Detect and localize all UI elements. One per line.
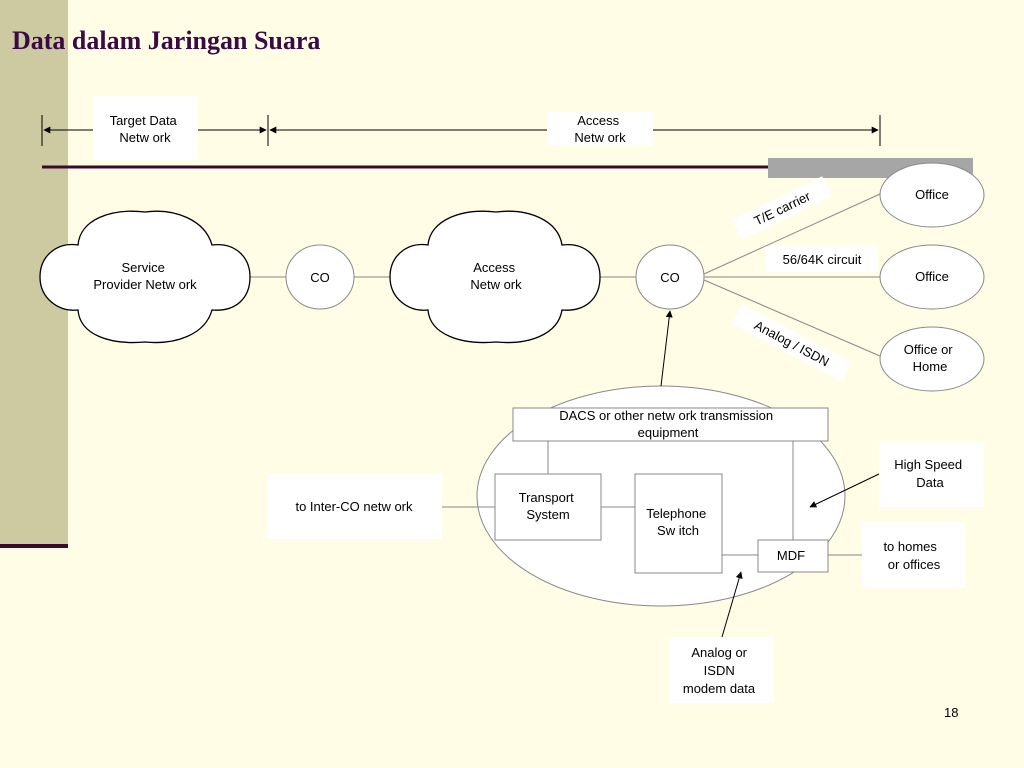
svg-text:CO: CO [660, 270, 680, 285]
svg-text:Office: Office [915, 187, 949, 202]
access-network-label: Access Netw ork [547, 112, 653, 146]
modem-data-arrow [721, 571, 743, 638]
analog-isdn-modem-text: Analog or ISDN modem data [683, 645, 756, 696]
service-provider-network-text: Service Provider Netw ork [93, 260, 197, 292]
mdf-box: MDF [757, 539, 829, 573]
svg-text:Office: Office [915, 269, 949, 284]
co-right-node: CO [635, 244, 705, 310]
analog-isdn-label: Analog / ISDN [732, 304, 852, 382]
co-left-node: CO [285, 244, 355, 310]
access-network-cloud: Access Netw ork [389, 210, 601, 344]
target-data-network-text: Target Data Netw ork [110, 113, 181, 145]
svg-text:Analog / ISDN: Analog / ISDN [752, 317, 832, 369]
svg-text:MDF: MDF [777, 548, 805, 563]
co-to-office-links [703, 193, 881, 357]
transport-system-box: Transport System [494, 473, 602, 541]
target-data-network-label: Target Data Netw ork [93, 96, 198, 160]
slide-title: Data dalam Jaringan Suara [12, 26, 321, 55]
high-speed-data-text: High Speed Data [894, 457, 966, 490]
telephone-switch-box: Telephone Sw itch [634, 473, 723, 574]
page-number: 18 [944, 705, 959, 720]
dacs-to-co-arrow [660, 310, 673, 387]
circuit-56-64k-label: 56/64K circuit [766, 246, 878, 272]
to-homes-offices-text: to homes or offices [883, 539, 940, 572]
access-network-cloud-text: Access Netw ork [470, 260, 522, 292]
inter-co-network-label: to Inter-CO netw ork [267, 474, 442, 539]
left-accent-underline [0, 544, 68, 548]
high-speed-data-arrow [809, 473, 880, 508]
access-network-text: Access Netw ork [574, 113, 626, 145]
analog-isdn-modem-label: Analog or ISDN modem data [669, 637, 774, 703]
central-office-connectors [442, 441, 862, 556]
office-top-node: Office [879, 162, 985, 228]
service-provider-network-cloud: Service Provider Netw ork [39, 210, 251, 344]
office-middle-node: Office [879, 244, 985, 310]
svg-text:56/64K circuit: 56/64K circuit [783, 252, 862, 267]
telephone-switch-text: Telephone Sw itch [646, 506, 710, 538]
dacs-box: DACS or other netw ork transmission equi… [512, 407, 829, 442]
svg-text:CO: CO [310, 270, 330, 285]
office-or-home-node: Office or Home [879, 326, 985, 392]
te-carrier-label: T/E carrier [732, 176, 832, 240]
dacs-text: DACS or other netw ork transmission equi… [559, 408, 776, 440]
office-or-home-text: Office or Home [904, 342, 957, 374]
to-homes-offices-label: to homes or offices [862, 522, 966, 588]
high-speed-data-label: High Speed Data [879, 441, 984, 507]
svg-text:to Inter-CO netw ork: to Inter-CO netw ork [295, 499, 413, 514]
transport-system-text: Transport System [519, 490, 578, 522]
